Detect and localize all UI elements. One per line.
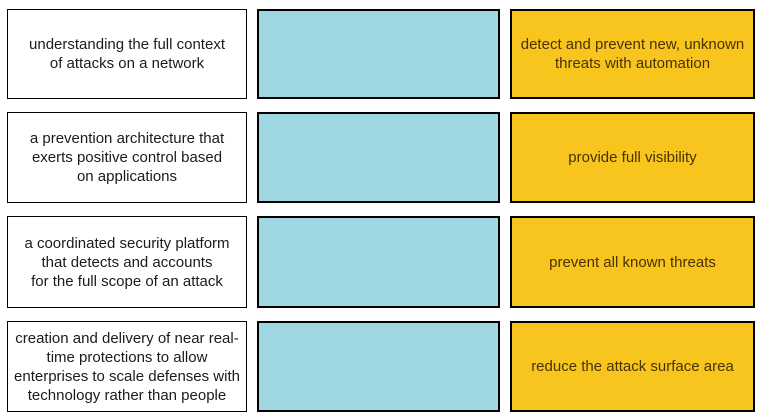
definition-card-1: understanding the full context of attack… [7,9,247,99]
answer-tile-1[interactable]: detect and prevent new, unknown threats … [510,9,755,99]
drop-zone-2[interactable] [257,112,500,203]
definition-text-4: creation and delivery of near real- time… [14,329,240,404]
answer-text-2: provide full visibility [568,149,697,166]
definition-text-2: a prevention architecture that exerts po… [29,130,225,185]
definition-text-3: a coordinated security platform that det… [24,234,230,290]
definition-text-1: understanding the full context of attack… [29,36,225,72]
drop-zone-1[interactable] [257,9,500,99]
answer-tile-3[interactable]: prevent all known threats [510,216,755,308]
answer-text-4: reduce the attack surface area [531,358,734,375]
drop-zone-3[interactable] [257,216,500,308]
definition-card-4: creation and delivery of near real- time… [7,321,247,412]
answer-tile-4[interactable]: reduce the attack surface area [510,321,755,412]
definition-card-3: a coordinated security platform that det… [7,216,247,308]
answer-tile-2[interactable]: provide full visibility [510,112,755,203]
definition-card-2: a prevention architecture that exerts po… [7,112,247,203]
answer-text-1: detect and prevent new, unknown threats … [520,36,745,72]
answer-text-3: prevent all known threats [549,253,716,271]
drop-zone-4[interactable] [257,321,500,412]
